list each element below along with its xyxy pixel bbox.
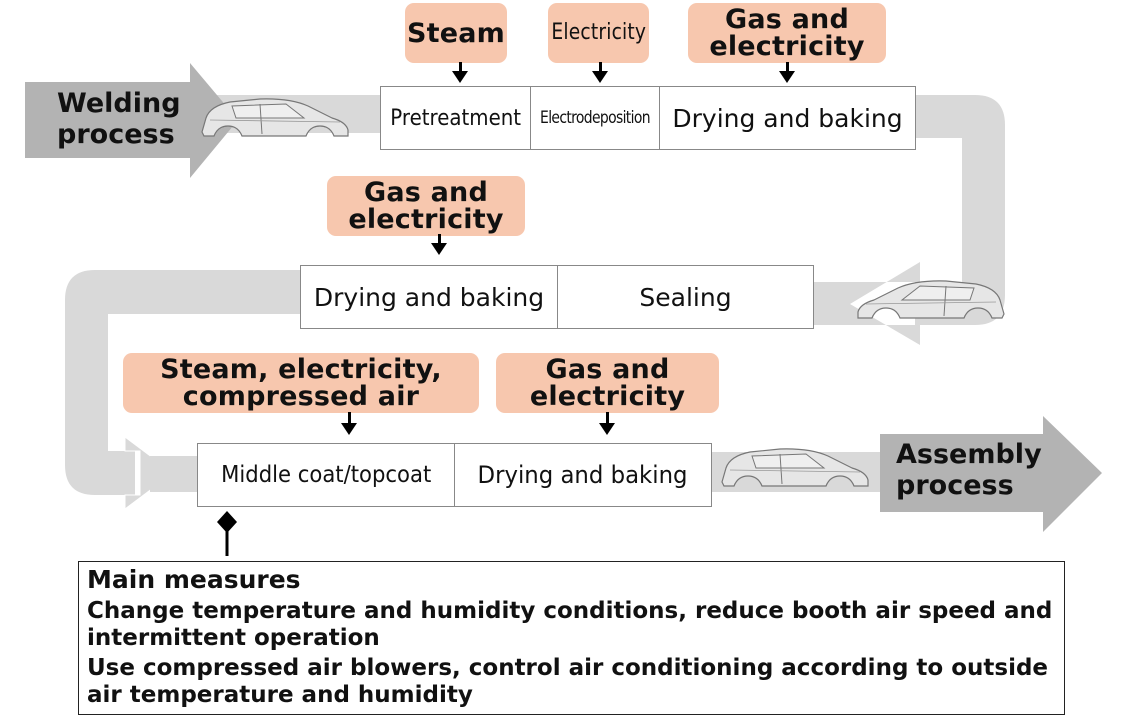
energy-input-text: compressed air — [182, 381, 420, 412]
step-electrodeposition: Electrodeposition — [531, 87, 660, 149]
energy-input-steam: Steam — [405, 3, 507, 63]
flow-band-bottom-in — [150, 456, 200, 492]
process-row-3: Middle coat/topcoat Drying and baking — [197, 443, 712, 507]
energy-input-steam-electricity-air: Steam, electricity, compressed air — [123, 353, 479, 413]
energy-input-gas-electricity: Gas and electricity — [327, 176, 525, 236]
flow-band-right — [915, 95, 1005, 325]
main-measures-title: Main measures — [87, 565, 301, 594]
step-label: Middle coat/topcoat — [220, 462, 432, 488]
process-row-2: Drying and baking Sealing — [300, 265, 814, 329]
step-drying-baking-3: Drying and baking — [455, 444, 711, 506]
welding-process-arrow — [25, 63, 238, 178]
main-measures-box: Main measures Change temperature and hum… — [78, 561, 1065, 715]
energy-input-text: Gas and — [724, 4, 849, 35]
energy-input-gas-electricity: Gas and electricity — [496, 353, 719, 413]
assembly-process-label: Assembly process — [896, 439, 1042, 501]
measure-item: Change temperature and humidity conditio… — [87, 598, 1053, 651]
process-row-1: Pretreatment Electrodeposition Drying an… — [380, 86, 916, 150]
assembly-process-arrow — [880, 416, 1102, 532]
step-drying-baking-1: Drying and baking — [660, 87, 915, 149]
assembly-label-line1: Assembly — [896, 439, 1042, 470]
step-label: Drying and baking — [313, 282, 545, 312]
step-label: Drying and baking — [478, 461, 688, 489]
step-sealing: Sealing — [558, 266, 813, 328]
energy-input-gas-electricity: Gas and electricity — [688, 3, 886, 63]
flow-arrow-left — [800, 262, 920, 345]
energy-input-text: Steam, electricity, — [160, 354, 442, 385]
welding-process-label: Welding process — [57, 88, 181, 150]
step-label: Drying and baking — [672, 103, 903, 133]
step-pretreatment: Pretreatment — [381, 87, 531, 149]
measure-item: Use compressed air blowers, control air … — [87, 655, 1049, 708]
step-label: Sealing — [639, 282, 732, 312]
energy-input-text: electricity — [709, 31, 865, 62]
energy-input-text: Steam — [406, 17, 506, 49]
assembly-label-line2: process — [896, 470, 1014, 502]
step-drying-baking-2: Drying and baking — [301, 266, 558, 328]
energy-input-text: electricity — [348, 204, 504, 235]
energy-input-text: Electricity — [551, 20, 646, 45]
energy-input-electricity: Electricity — [548, 3, 649, 63]
energy-input-text: electricity — [529, 381, 686, 412]
diamond-connector-icon — [217, 511, 237, 533]
welding-label-line2: process — [57, 119, 175, 151]
energy-input-text: Gas and — [363, 177, 488, 208]
step-middle-topcoat: Middle coat/topcoat — [198, 444, 455, 506]
energy-input-text: Gas and — [545, 354, 670, 385]
flow-band-left — [65, 270, 300, 495]
step-label: Pretreatment — [390, 105, 521, 131]
welding-label-line1: Welding — [57, 88, 181, 119]
step-label: Electrodeposition — [540, 108, 650, 128]
